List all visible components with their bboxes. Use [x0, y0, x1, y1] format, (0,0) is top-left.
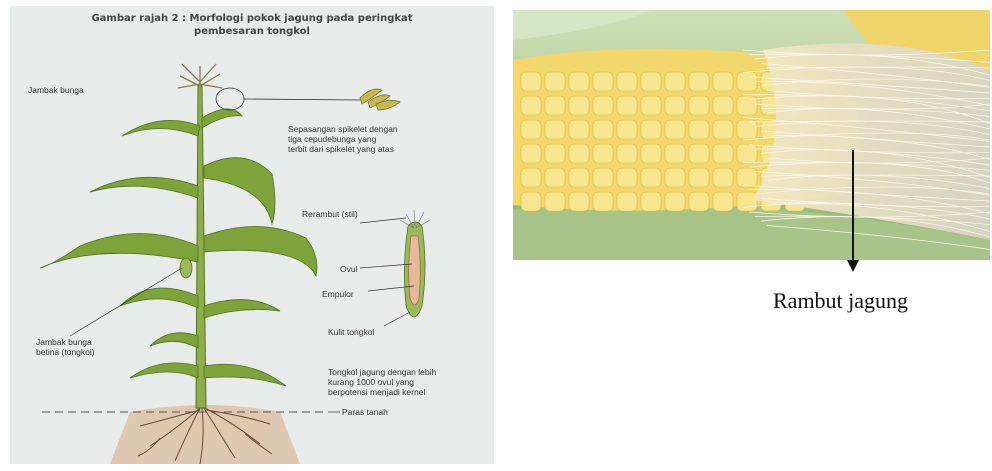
- label-female-inflorescence: Jambak bunga betina (tongkol): [36, 337, 95, 357]
- ear-cross-section: [400, 210, 430, 317]
- label-spikelet-pair: Sepasangan spikelet dengan tiga cepudebu…: [288, 124, 398, 154]
- label-tassel: Jambak bunga: [28, 85, 84, 95]
- photo-artwork: [513, 10, 990, 260]
- label-ovule: Ovul: [340, 264, 357, 274]
- kernel: [569, 120, 589, 139]
- tassel: [178, 64, 222, 88]
- label-cob-note: Tongkol jagung dengan lebih kurang 1000 …: [328, 367, 436, 397]
- label-husk: Kulit tongkol: [328, 327, 374, 337]
- kernel: [617, 120, 637, 139]
- tassel-callout-line: [244, 99, 360, 100]
- kernel: [665, 96, 685, 115]
- kernel: [545, 168, 565, 187]
- kernel: [545, 96, 565, 115]
- kernel: [569, 192, 589, 211]
- kernel: [641, 192, 661, 211]
- kernel: [569, 72, 589, 91]
- kernel: [737, 144, 757, 163]
- kernel: [593, 144, 613, 163]
- maize-morphology-diagram: Gambar rajah 2 : Morfologi pokok jagung …: [10, 6, 494, 464]
- kernel: [713, 144, 733, 163]
- kernel: [617, 168, 637, 187]
- label-ground-level: Paras tanah: [342, 407, 388, 417]
- kernel: [641, 168, 661, 187]
- kernel: [737, 192, 757, 211]
- kernel: [737, 72, 757, 91]
- tassel-callout: [216, 88, 244, 110]
- kernel: [737, 120, 757, 139]
- kernel: [617, 72, 637, 91]
- kernel: [713, 96, 733, 115]
- kernel: [593, 168, 613, 187]
- kernel: [713, 72, 733, 91]
- kernel: [689, 168, 709, 187]
- kernel: [665, 120, 685, 139]
- kernel: [545, 192, 565, 211]
- diagram-title-line2: pembesaran tongkol: [50, 25, 454, 38]
- diagram-title-line1: Gambar rajah 2 : Morfologi pokok jagung …: [50, 12, 454, 25]
- kernel: [689, 192, 709, 211]
- corn-silk-photo: [513, 10, 990, 260]
- kernel: [569, 168, 589, 187]
- kernel: [665, 144, 685, 163]
- kernel: [521, 192, 541, 211]
- kernel: [665, 168, 685, 187]
- label-cob-core: Empulor: [322, 289, 354, 299]
- kernel: [521, 96, 541, 115]
- kernel: [641, 120, 661, 139]
- kernel: [641, 144, 661, 163]
- kernel: [689, 120, 709, 139]
- kernel: [617, 144, 637, 163]
- kernel: [713, 120, 733, 139]
- kernel: [641, 72, 661, 91]
- kernel: [521, 120, 541, 139]
- spikelet-detail: [360, 89, 400, 110]
- kernel: [593, 120, 613, 139]
- kernel: [569, 96, 589, 115]
- arrow-head: [847, 260, 859, 272]
- kernel: [521, 72, 541, 91]
- kernel: [617, 96, 637, 115]
- soil-patch: [110, 405, 300, 464]
- kernel: [641, 96, 661, 115]
- kernel: [545, 72, 565, 91]
- kernel: [593, 72, 613, 91]
- kernel: [665, 72, 685, 91]
- kernel: [521, 144, 541, 163]
- silk-caption: Rambut jagung: [773, 288, 908, 314]
- kernel: [593, 96, 613, 115]
- kernel: [545, 120, 565, 139]
- kernel: [689, 72, 709, 91]
- kernel: [569, 144, 589, 163]
- kernel: [521, 168, 541, 187]
- kernel: [713, 168, 733, 187]
- kernel: [689, 144, 709, 163]
- kernel: [545, 144, 565, 163]
- kernel: [713, 192, 733, 211]
- kernel: [737, 168, 757, 187]
- kernel: [689, 96, 709, 115]
- label-silk-style: Rerambut (stil): [302, 209, 358, 219]
- diagram-title: Gambar rajah 2 : Morfologi pokok jagung …: [50, 12, 454, 38]
- kernel: [665, 192, 685, 211]
- kernel: [593, 192, 613, 211]
- kernel: [617, 192, 637, 211]
